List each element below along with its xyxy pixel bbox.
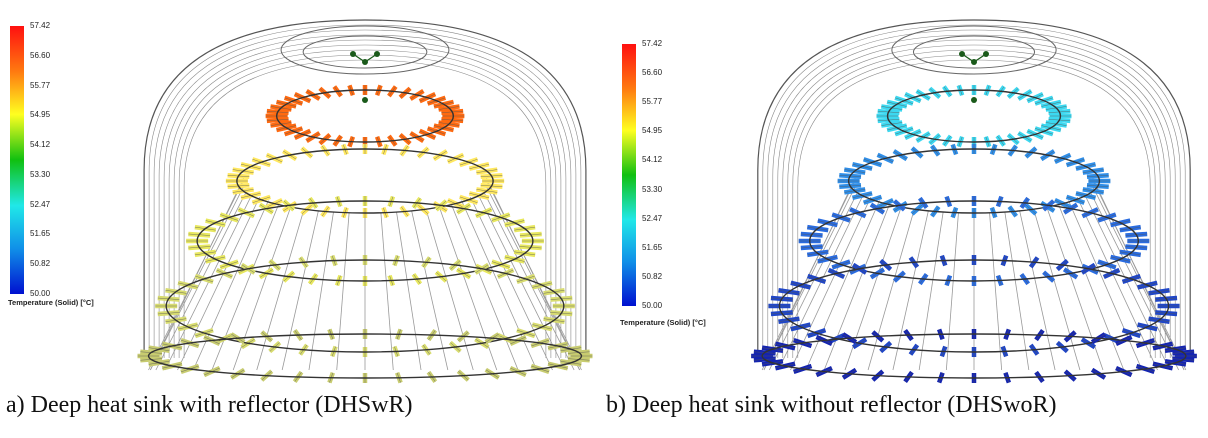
legend-tick-label: 52.47 bbox=[642, 213, 663, 223]
legend-tick-label: 56.60 bbox=[642, 68, 663, 78]
legend-tick-label: 56.60 bbox=[30, 50, 51, 60]
color-bar-b bbox=[622, 44, 636, 306]
legend-tick-label: 55.77 bbox=[642, 97, 663, 107]
legend-tick-label: 53.30 bbox=[30, 169, 51, 179]
heat-sink-wireframe bbox=[137, 19, 593, 384]
legend-title-a: Temperature (Solid) [°C] bbox=[8, 298, 94, 307]
legend-tick-label: 50.82 bbox=[30, 259, 51, 269]
legend-tick-label: 51.65 bbox=[642, 242, 663, 252]
caption-b: b) Deep heat sink without reflector (DHS… bbox=[606, 392, 1057, 418]
legend-tick-label: 54.95 bbox=[642, 126, 663, 136]
legend-tick-label: 54.12 bbox=[642, 155, 663, 165]
legend-tick-label: 54.12 bbox=[30, 140, 51, 150]
legend-tick-label: 51.65 bbox=[30, 229, 51, 239]
legend-tick-label: 53.30 bbox=[642, 184, 663, 194]
legend-tick-label: 57.42 bbox=[642, 39, 663, 48]
legend-tick-label: 50.00 bbox=[642, 301, 663, 310]
temperature-legend-a: 57.42 56.60 55.77 54.95 54.12 53.30 52.47 51.65… bbox=[8, 21, 118, 307]
legend-tick-label: 52.47 bbox=[30, 199, 51, 209]
legend-tick-label: 54.95 bbox=[30, 110, 51, 120]
legend-tick-label: 50.82 bbox=[642, 271, 663, 281]
heat-sink-render-a bbox=[137, 19, 593, 384]
caption-a: a) Deep heat sink with reflector (DHSwR) bbox=[6, 392, 413, 418]
legend-tick-label: 55.77 bbox=[30, 80, 51, 90]
legend-tick-label: 50.00 bbox=[30, 289, 51, 298]
temperature-legend-b: 57.42 56.60 55.77 54.95 54.12 53.30 52.47 51.65… bbox=[620, 39, 730, 334]
panel-b: 57.42 56.60 55.77 54.95 54.12 53.30 52.47 51.65… bbox=[604, 0, 1208, 418]
panel-a: 57.42 56.60 55.77 54.95 54.12 53.30 52.47 51.65… bbox=[0, 0, 604, 418]
heat-sink-wireframe bbox=[751, 19, 1197, 384]
legend-title-b: Temperature (Solid) [°C] bbox=[620, 318, 706, 327]
heat-sink-render-b bbox=[751, 19, 1197, 384]
legend-tick-label: 57.42 bbox=[30, 21, 51, 30]
color-bar-a bbox=[10, 26, 24, 294]
